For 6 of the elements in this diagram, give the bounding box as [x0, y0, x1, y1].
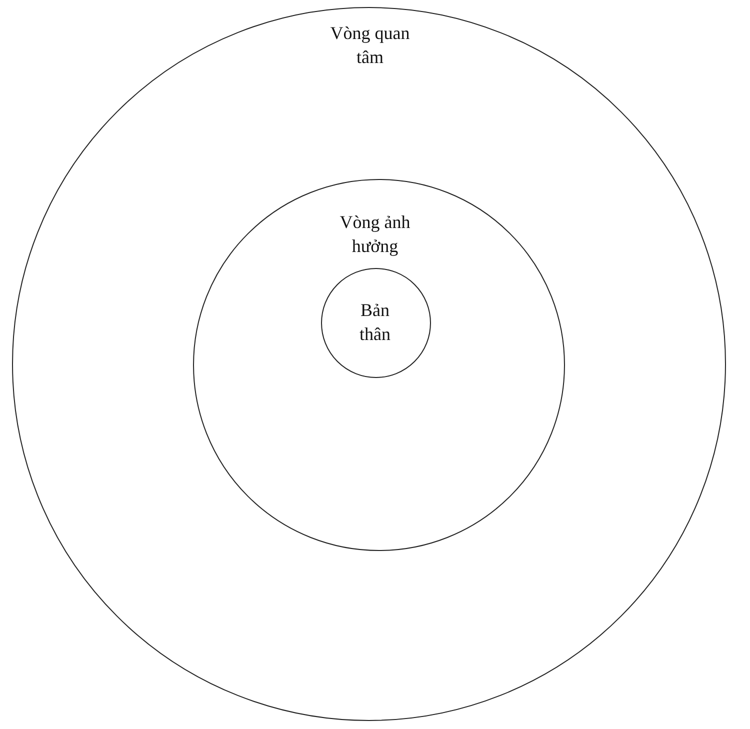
ring-label: Bản thân	[358, 299, 392, 346]
outer-circle	[12, 7, 726, 721]
inner-circle	[321, 268, 431, 378]
ring-label: Vòng ảnh hưởng	[338, 211, 412, 258]
ring-label: Vòng quan tâm	[329, 22, 411, 69]
middle-circle	[193, 179, 565, 551]
